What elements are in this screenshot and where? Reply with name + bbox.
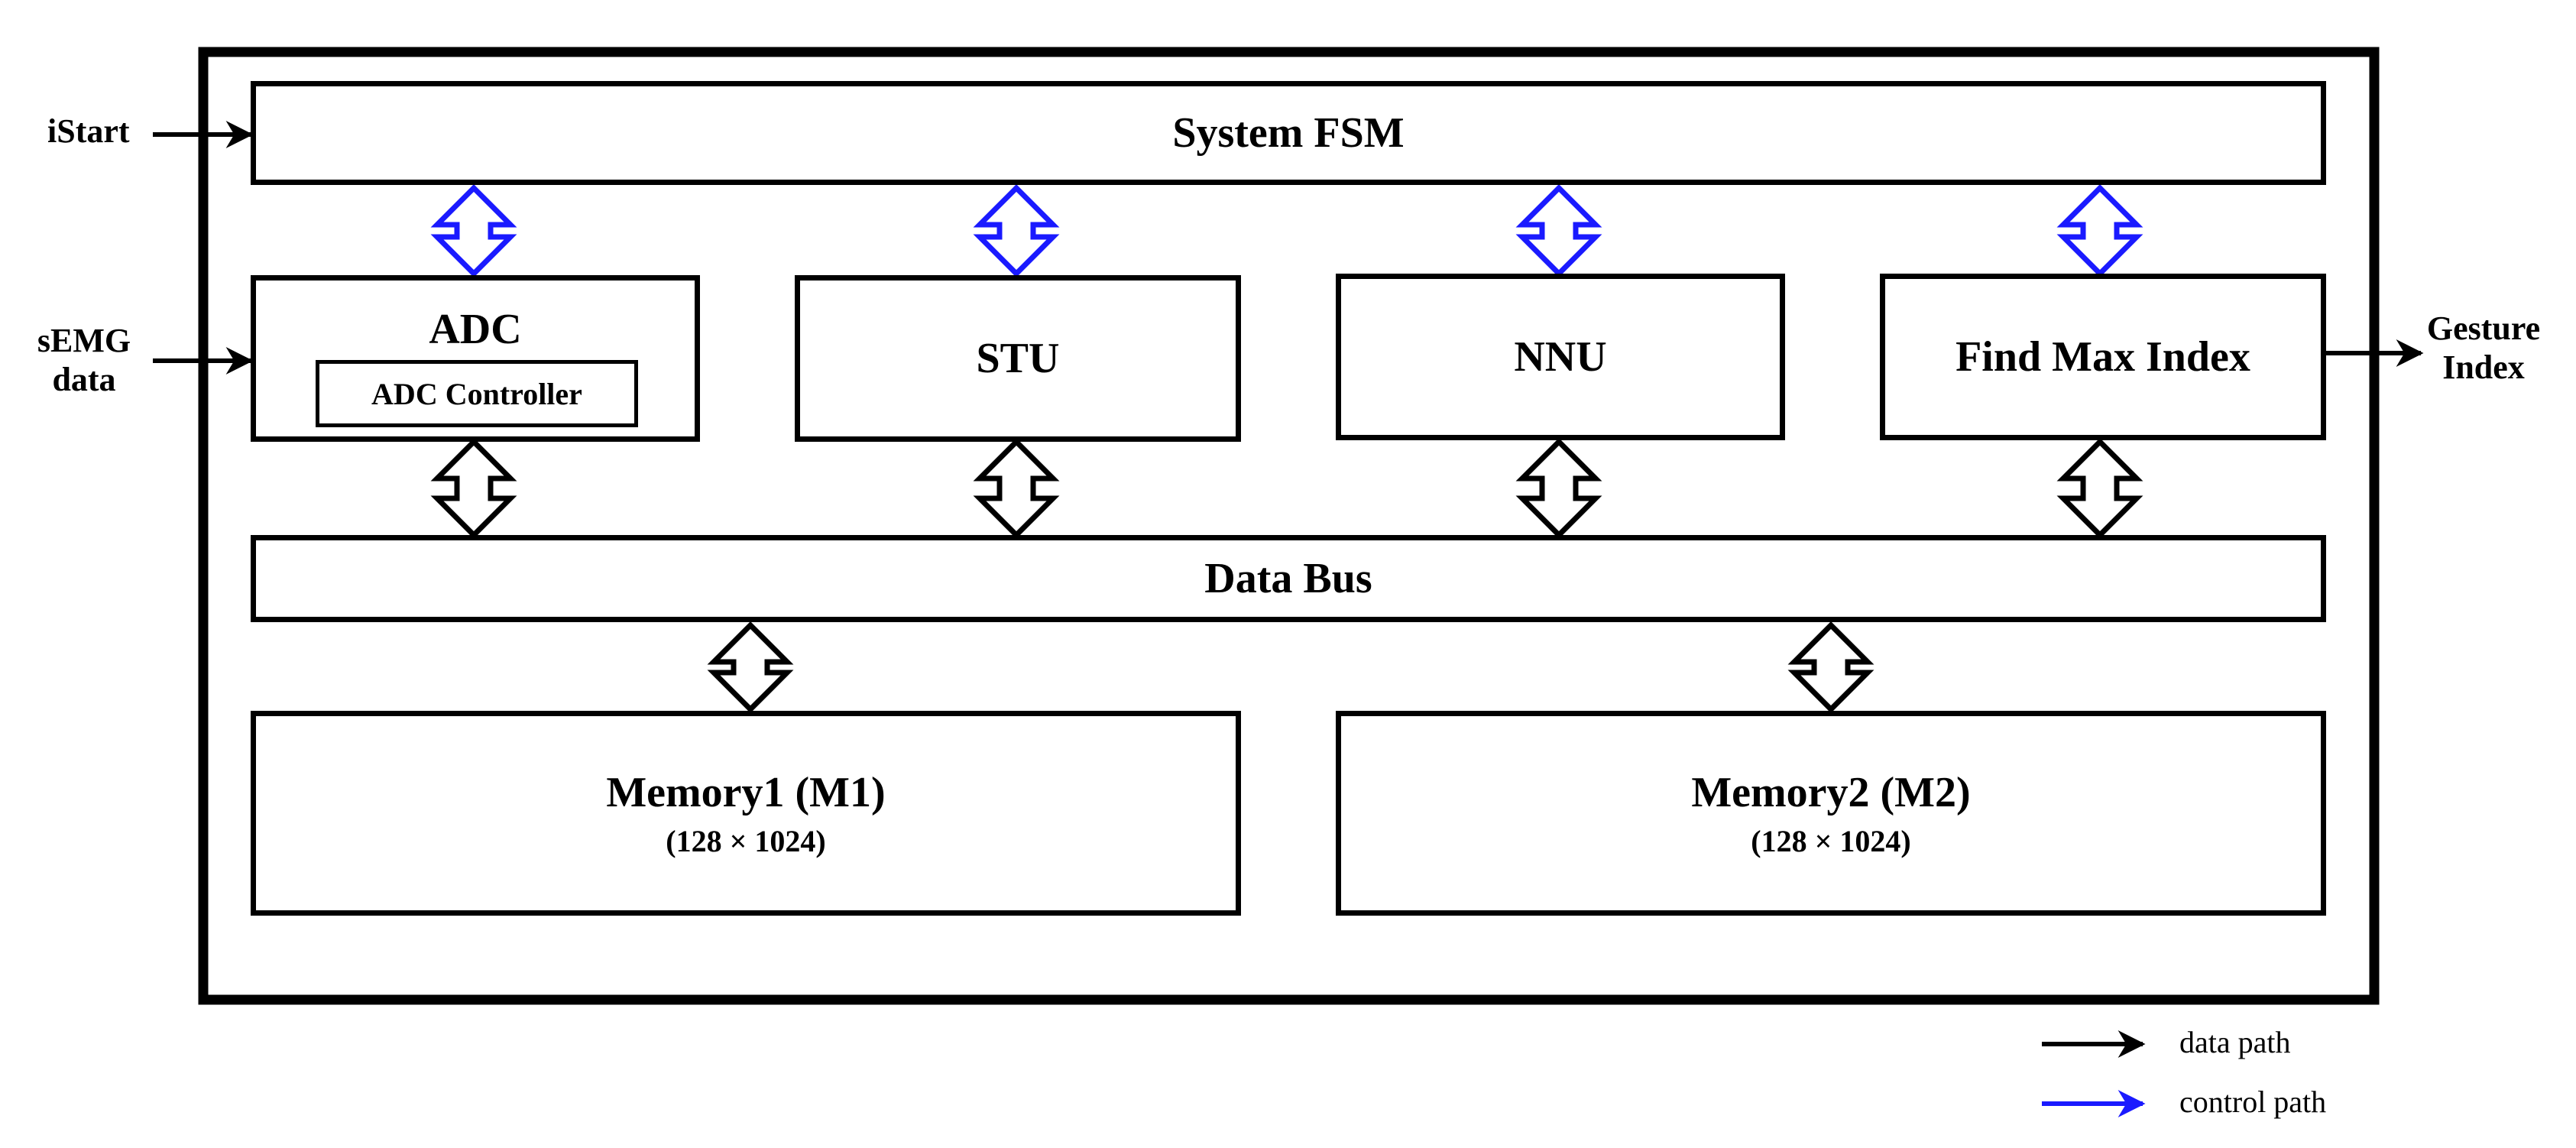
memory1-size: (128 × 1024) (666, 823, 826, 858)
semg-label-line1: sEMG (37, 322, 131, 359)
nnu-block: NNU (1336, 274, 1785, 440)
data-arrow-memory2 (1787, 621, 1874, 713)
adc-label: ADC (429, 306, 522, 353)
control-arrow-stu (973, 184, 1060, 277)
system-fsm-label: System FSM (1172, 109, 1405, 157)
semg-label: sEMG data (23, 321, 145, 399)
system-fsm-block: System FSM (251, 81, 2326, 185)
memory2-block: Memory2 (M2) (128 × 1024) (1336, 711, 2326, 916)
memory2-title: Memory2 (M2) (1691, 768, 1971, 816)
data-arrow-stu (973, 438, 1060, 539)
gesture-index-label: Gesture Index (2407, 309, 2560, 387)
nnu-label: NNU (1514, 333, 1607, 381)
control-arrow-adc (430, 184, 517, 277)
memory1-title: Memory1 (M1) (606, 768, 886, 816)
control-arrow-findmax (2056, 184, 2143, 277)
data-arrow-nnu (1515, 438, 1602, 539)
stu-label: STU (976, 335, 1060, 382)
find-max-index-block: Find Max Index (1880, 274, 2326, 440)
control-arrow-nnu (1515, 184, 1602, 277)
istart-label: iStart (47, 112, 130, 150)
memory2-size: (128 × 1024) (1751, 823, 1911, 858)
adc-block: ADC ADC Controller (251, 275, 700, 442)
system-frame (198, 47, 2380, 1005)
semg-label-line2: data (52, 361, 116, 398)
data-arrow-findmax (2056, 438, 2143, 539)
data-bus-block: Data Bus (251, 535, 2326, 622)
gesture-label-line2: Index (2442, 349, 2525, 386)
data-arrow-adc (430, 438, 517, 539)
find-max-index-label: Find Max Index (1955, 333, 2250, 381)
legend-data-path-label: data path (2179, 1025, 2291, 1059)
data-arrows (430, 438, 2143, 713)
data-bus-label: Data Bus (1204, 555, 1372, 602)
data-arrow-memory1 (707, 621, 794, 713)
adc-controller-label: ADC Controller (371, 376, 582, 411)
control-arrows (430, 184, 2143, 277)
memory1-block: Memory1 (M1) (128 × 1024) (251, 711, 1241, 916)
adc-controller-block: ADC Controller (316, 360, 638, 427)
stu-block: STU (795, 275, 1241, 442)
legend-control-path-label: control path (2179, 1085, 2327, 1119)
gesture-label-line1: Gesture (2426, 310, 2541, 347)
